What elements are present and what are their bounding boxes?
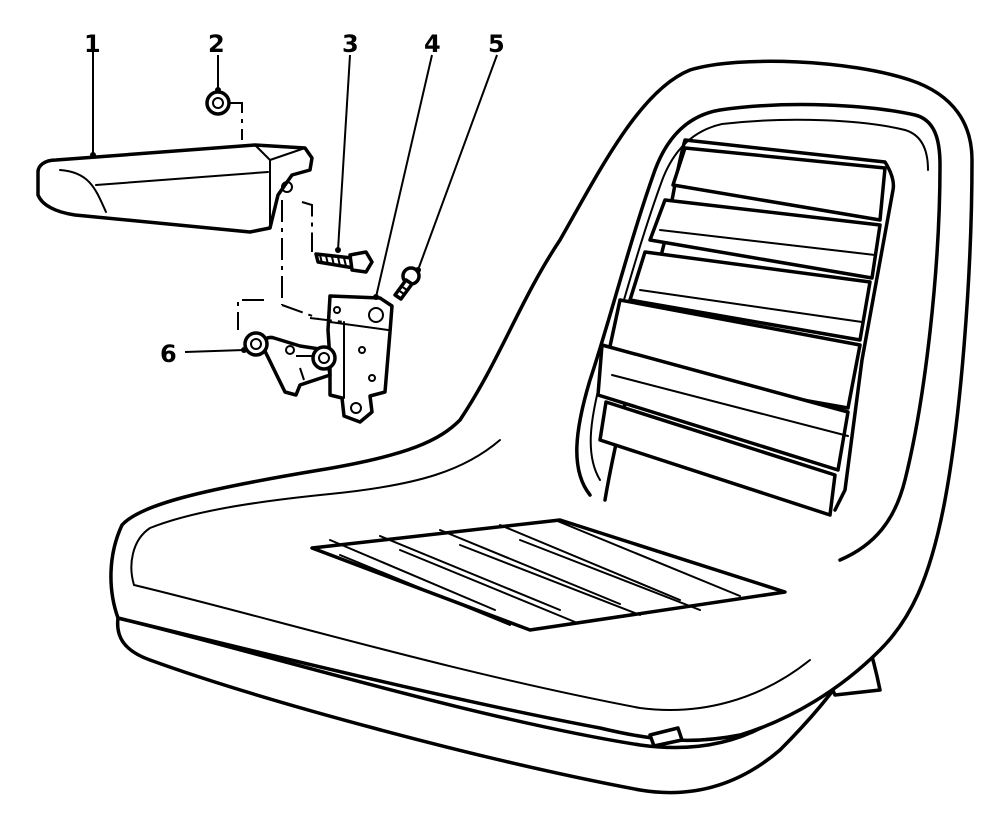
seat-cushion-outline [130,439,501,586]
seat-skirt-tab [648,726,684,748]
mounting-bracket [326,294,394,424]
callout-2: 2 [208,30,225,58]
nut [205,90,231,116]
callout-1: 1 [84,30,101,58]
backrest-inner-panel [575,102,942,562]
bolt [314,250,374,274]
callout-labels: 1 2 3 4 5 6 [84,30,505,368]
backrest-pleats [596,146,887,517]
screw [393,266,421,301]
callout-3: 3 [342,30,359,58]
assembly-guide-lines [230,102,345,381]
armrest-pad [36,143,314,234]
callout-5: 5 [488,30,505,58]
callout-leaders [90,50,498,353]
pivot-plate [243,331,337,397]
seat [109,59,974,795]
callout-6: 6 [160,340,177,368]
callout-4: 4 [424,30,441,58]
seat-pleats [310,518,787,632]
